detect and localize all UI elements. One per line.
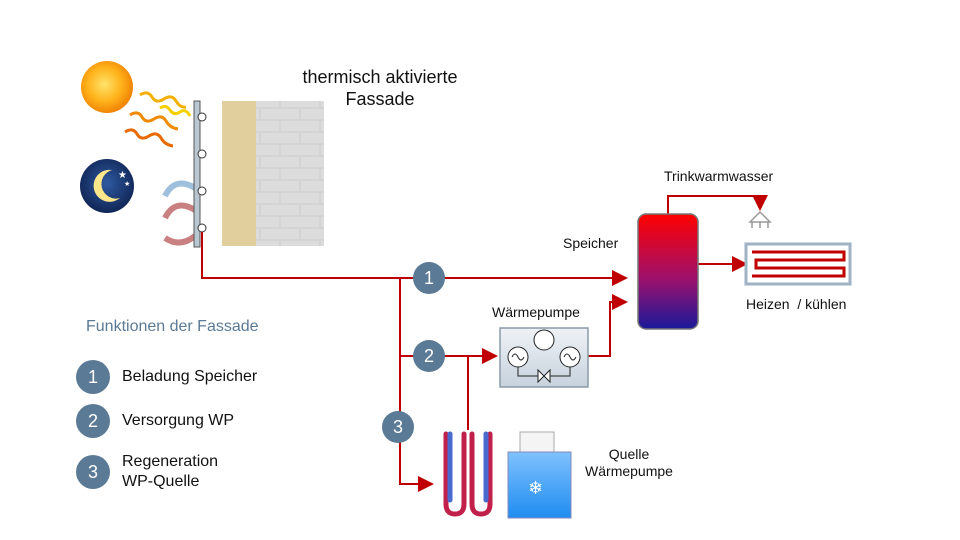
heating-panel bbox=[744, 242, 852, 286]
legend-text-2: Versorgung WP bbox=[122, 412, 235, 429]
legend-text-3: Regeneration WP-Quelle bbox=[122, 453, 219, 490]
storage-tank bbox=[637, 213, 699, 330]
legend-item-1: 1 Beladung Speicher bbox=[76, 360, 257, 394]
facade-title: thermisch aktivierte Fassade bbox=[302, 67, 458, 109]
moon-icon: ★ ★ bbox=[80, 159, 134, 213]
facade-wall bbox=[193, 100, 324, 248]
label-waermepumpe: Wärmepumpe bbox=[492, 304, 580, 320]
label-speicher: Speicher bbox=[563, 235, 619, 251]
label-quelle-waermepumpe: Quelle Wärmepumpe bbox=[585, 446, 673, 479]
heat-radiation-icon bbox=[124, 91, 192, 148]
snowflake-icon: ❄ bbox=[528, 478, 544, 498]
label-trinkwarmwasser: Trinkwarmwasser bbox=[664, 168, 774, 184]
heat-pump bbox=[499, 327, 589, 388]
legend-item-2: 2 Versorgung WP bbox=[76, 404, 234, 438]
legend-badge-3: 3 bbox=[76, 455, 110, 489]
shower-icon bbox=[748, 210, 772, 228]
flow-badge-2: 2 bbox=[413, 340, 445, 372]
svg-text:★: ★ bbox=[124, 180, 130, 188]
label-heizen-kuehlen: Heizen / kühlen bbox=[746, 296, 847, 312]
legend-title: Funktionen der Fassade bbox=[86, 318, 259, 335]
flow-badge-3: 3 bbox=[382, 411, 414, 443]
legend-badge-1: 1 bbox=[76, 360, 110, 394]
legend-badge-2: 2 bbox=[76, 404, 110, 438]
legend-item-3: 3 Regeneration WP-Quelle bbox=[76, 452, 218, 492]
legend-text-1: Beladung Speicher bbox=[122, 368, 258, 385]
ground-probes bbox=[443, 431, 493, 517]
sun-icon bbox=[81, 61, 133, 113]
flow-badge-1: 1 bbox=[413, 262, 445, 294]
ice-storage-tank bbox=[507, 431, 572, 519]
svg-text:★: ★ bbox=[118, 170, 127, 181]
air-circulation-icon bbox=[162, 180, 197, 246]
